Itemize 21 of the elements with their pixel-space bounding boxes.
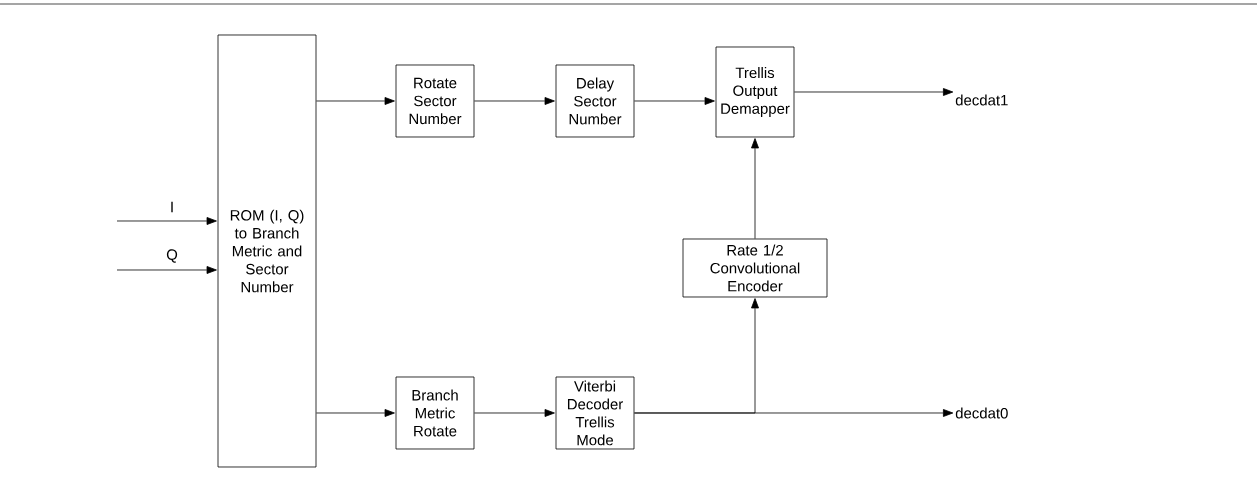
process-box: ROM (I, Q) to Branch Metric and Sector Number [217,34,317,468]
process-box: Delay Sector Number [555,64,635,138]
arrow [116,266,217,274]
arrow [316,409,395,417]
process-box: Viterbi Decoder Trellis Mode [555,376,635,450]
arrow [116,217,217,225]
arrow [751,138,759,239]
edge-label: I [168,200,176,214]
arrow [634,97,715,105]
arrow [316,97,395,105]
process-box: Rotate Sector Number [395,64,475,138]
process-box: Trellis Output Demapper [715,46,795,138]
process-box: Rate 1/2 Convolutional Encoder [682,238,828,298]
arrow [474,97,555,105]
arrow [794,88,954,96]
signal-label: decdat1 [955,94,1008,106]
process-box: Branch Metric Rotate [395,376,475,450]
edge-label: Q [165,248,179,264]
arrow [474,409,555,417]
signal-label: decdat0 [955,407,1008,419]
arrow [634,298,759,414]
